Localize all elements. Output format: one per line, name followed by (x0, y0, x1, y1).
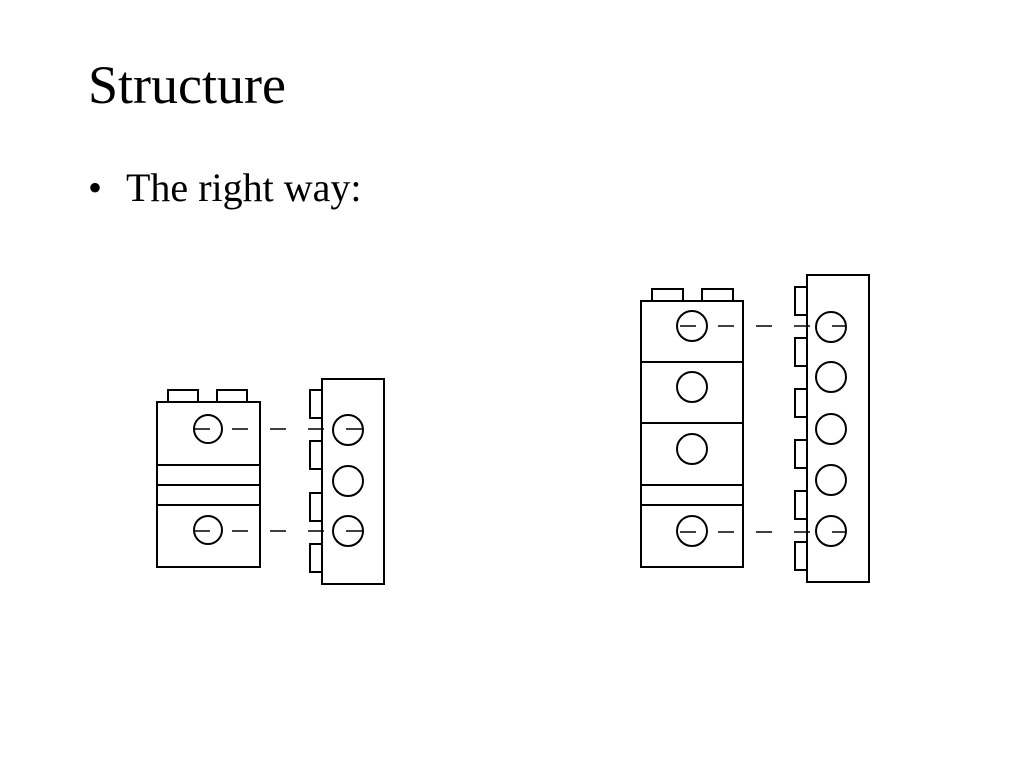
right-assembly (640, 274, 870, 583)
stud (167, 389, 199, 403)
brick-hole (193, 515, 223, 545)
stud (309, 440, 323, 470)
left-vertical-stack (156, 389, 261, 568)
beam-hole (815, 413, 847, 445)
bullet-text: The right way: (126, 165, 362, 210)
stud (309, 389, 323, 419)
stud (309, 492, 323, 522)
beam-hole (332, 414, 364, 446)
right-beam (794, 274, 870, 583)
right-vertical-stack (640, 288, 744, 568)
stud (216, 389, 248, 403)
stud (794, 439, 808, 469)
stud (794, 490, 808, 520)
stud (794, 286, 808, 316)
stud (701, 288, 734, 302)
bullet-item: • The right way: (88, 168, 362, 208)
beam-hole (332, 465, 364, 497)
stud (651, 288, 684, 302)
slide-title: Structure (88, 55, 286, 115)
brick-hole (676, 515, 708, 547)
left-assembly (156, 378, 385, 585)
stud (309, 543, 323, 573)
beam-hole (815, 464, 847, 496)
beam-hole (815, 515, 847, 547)
beam-hole (815, 361, 847, 393)
stud (794, 541, 808, 571)
stud (794, 388, 808, 418)
brick-hole (676, 371, 708, 403)
left-beam (309, 378, 385, 585)
beam-hole (815, 311, 847, 343)
plate (156, 464, 261, 486)
plate (640, 484, 744, 506)
brick-hole (676, 433, 708, 465)
stud (794, 337, 808, 367)
bullet-marker: • (88, 165, 103, 210)
plate (156, 484, 261, 506)
